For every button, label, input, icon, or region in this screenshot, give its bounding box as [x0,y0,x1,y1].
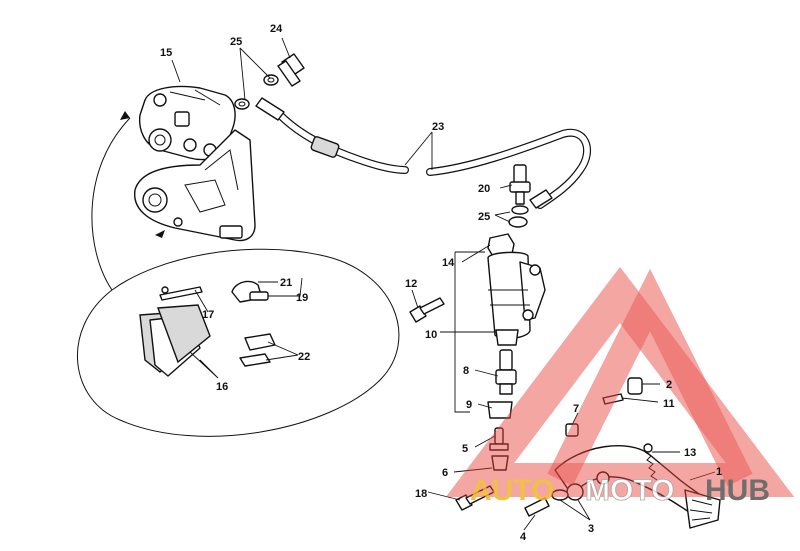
watermark-text-moto: MOTO [585,474,674,507]
watermark-text-hub: HUB [705,474,770,507]
pad-spring-plates [239,333,276,367]
callout-10: 10 [425,329,437,341]
master-cylinder [487,233,546,346]
watermark-triangle-outer [445,266,795,497]
callout-4: 4 [520,531,527,543]
callout-20: 20 [478,183,490,195]
pad-pins [159,286,203,301]
callout-6: 6 [442,467,448,479]
brake-pads [139,304,211,377]
return-spring [643,443,658,481]
caliper-bracket [134,129,256,242]
leader-lines [171,37,716,531]
callout-9: 9 [466,399,472,411]
callout-11: 11 [663,398,675,410]
callout-21: 21 [280,277,292,289]
callout-17: 17 [202,309,214,321]
pad-detail-inset [77,111,400,437]
callout-7: 7 [573,403,579,415]
callout-22: 22 [298,351,310,363]
callout-12: 12 [405,278,417,290]
brake-hose [255,97,592,209]
watermark-logo: AUTO MOTO HUB [445,266,795,507]
brake-pedal [554,444,721,529]
mounting-bolt [409,297,445,323]
callout-25-lower: 25 [478,211,490,223]
callout-15: 15 [160,47,172,59]
watermark-text-auto: AUTO [470,474,554,507]
banjo-bolt-upper [234,53,305,110]
pin-clip-and-spring [231,280,269,303]
callout-2: 2 [666,379,672,391]
callout-3: 3 [588,523,594,535]
callout-5: 5 [462,443,468,455]
small-fasteners [455,377,643,517]
callout-8: 8 [463,365,469,377]
callout-14: 14 [442,257,455,269]
callout-23: 23 [432,121,444,133]
callout-labels: 1 2 3 4 5 6 7 8 9 10 11 12 13 14 15 16 1… [160,23,722,543]
brake-light-switch [508,164,531,228]
callout-13: 13 [684,447,696,459]
callout-18: 18 [415,488,427,500]
callout-1: 1 [716,466,722,478]
watermark-triangle-inner [547,268,753,487]
callout-16: 16 [216,381,228,393]
callout-19: 19 [296,292,308,304]
pushrod-assembly [487,349,517,471]
callout-24: 24 [270,23,283,35]
callout-25-upper: 25 [230,36,242,48]
